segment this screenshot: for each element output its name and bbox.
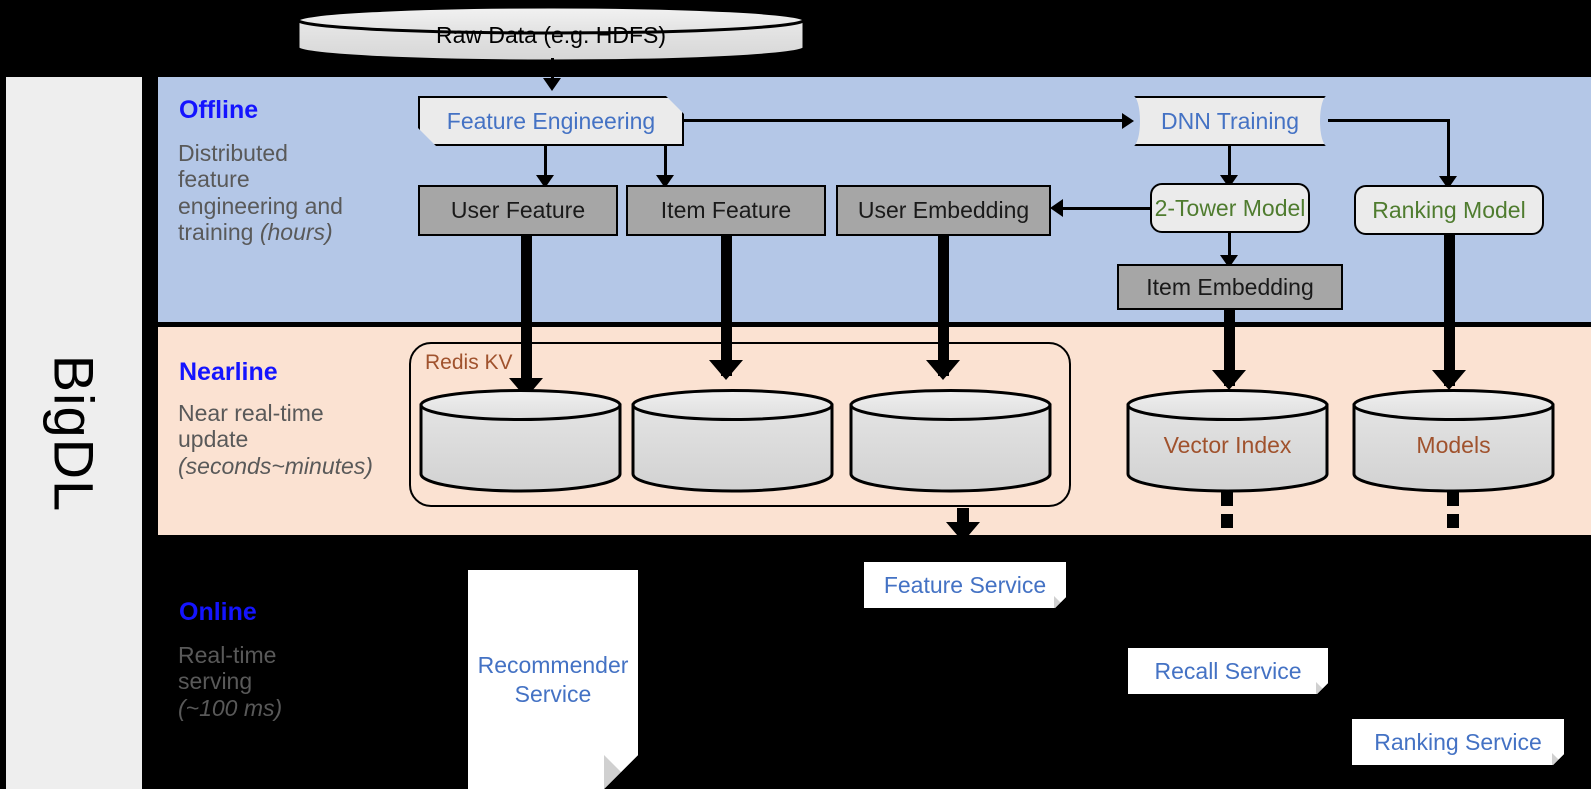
user-feature-label: User Feature <box>450 197 586 223</box>
feature-service-node[interactable]: Feature Service <box>864 562 1066 608</box>
arrowhead-itemfeature-store <box>709 360 743 380</box>
ranking-model-label: Ranking Model <box>1372 196 1526 223</box>
feature-service-label: Feature Service <box>883 571 1047 598</box>
user-feature-store-cylinder[interactable] <box>418 388 623 494</box>
arrowhead-rankingmodel-models <box>1432 370 1466 390</box>
pipe-vectorindex-recall-seg2 <box>1221 514 1233 528</box>
connector-dnn-ranking-v <box>1447 119 1450 179</box>
feature-engineering-label: Feature Engineering <box>446 107 656 134</box>
nearline-subtitle-italic: (seconds~minutes) <box>178 452 373 479</box>
pipe-itemfeature-store <box>721 236 732 376</box>
item-feature-node[interactable]: Item Feature <box>626 185 826 236</box>
item-embedding-node[interactable]: Item Embedding <box>1117 264 1343 310</box>
connector-dnn-ranking-h <box>1328 119 1450 122</box>
arrowhead-rawdata-fe <box>543 78 561 91</box>
pipe-models-ranking-seg2 <box>1447 514 1459 528</box>
item-feature-store-cylinder[interactable] <box>630 388 835 494</box>
bigdl-label: BigDL <box>42 354 106 512</box>
pipe-rankingmodel-models <box>1444 235 1455 386</box>
item-embedding-label: Item Embedding <box>1146 273 1314 300</box>
arrowhead-redis-featureservice <box>946 522 980 542</box>
arrowhead-twotower-userembedding <box>1050 199 1063 217</box>
connector-dnn-twotower <box>1228 146 1231 178</box>
arrowhead-itemembedding-vectorindex <box>1212 370 1246 390</box>
arrowhead-userembedding-store <box>926 360 960 380</box>
connector-fe-dnn <box>684 119 1124 122</box>
offline-title: Offline <box>179 96 259 124</box>
arrowhead-fe-userfeature <box>536 175 554 188</box>
recommender-service-node[interactable]: Recommender Service <box>468 570 638 789</box>
raw-data-cylinder: Raw Data (e.g. HDFS) <box>295 4 807 64</box>
dnn-training-label: DNN Training <box>1160 107 1300 134</box>
connector-twotower-userembedding <box>1063 207 1151 210</box>
user-feature-node[interactable]: User Feature <box>418 185 618 236</box>
offline-subtitle-italic: (hours) <box>259 219 333 246</box>
feature-engineering-node[interactable]: Feature Engineering <box>418 96 684 146</box>
models-cylinder[interactable]: Models <box>1351 388 1556 494</box>
connector-twotower-itemembedding <box>1228 233 1231 259</box>
user-embedding-node[interactable]: User Embedding <box>836 185 1051 236</box>
nearline-title: Nearline <box>179 358 278 386</box>
ranking-model-node[interactable]: Ranking Model <box>1354 185 1544 235</box>
ranking-service-node[interactable]: Ranking Service <box>1352 719 1564 765</box>
recommender-service-label: Recommender Service <box>477 651 629 707</box>
item-feature-label: Item Feature <box>660 197 792 223</box>
nearline-subtitle: Near real-time update (seconds~minutes) <box>178 400 418 479</box>
online-subtitle: Real-time serving (~100 ms) <box>178 642 378 721</box>
two-tower-model-node[interactable]: 2-Tower Model <box>1150 183 1310 233</box>
two-tower-model-label: 2-Tower Model <box>1154 194 1306 221</box>
pipe-userembedding-store <box>938 236 949 376</box>
offline-subtitle: Distributed feature engineering and trai… <box>178 140 378 246</box>
connector-fe-userfeature <box>544 146 547 178</box>
connector-fe-itemfeature <box>664 146 667 178</box>
recall-service-node[interactable]: Recall Service <box>1128 648 1328 694</box>
offline-subtitle-text: Distributed feature engineering and trai… <box>178 140 343 246</box>
dnn-training-node[interactable]: DNN Training <box>1132 96 1328 146</box>
redis-kv-label: Redis KV <box>425 351 513 374</box>
online-title: Online <box>179 598 257 626</box>
user-embedding-store-cylinder[interactable] <box>848 388 1053 494</box>
online-subtitle-text: Real-time serving <box>178 642 277 695</box>
pipe-vectorindex-recall-seg1 <box>1221 492 1233 506</box>
nearline-subtitle-text: Near real-time update <box>178 400 324 453</box>
connector-rawdata-fe <box>551 58 554 80</box>
dnn-card-right-notch <box>1320 96 1334 146</box>
redis-kv-container <box>409 342 1071 507</box>
arrowhead-fe-itemfeature <box>656 175 674 188</box>
arrowhead-fe-dnn <box>1122 113 1134 129</box>
bigdl-sidebar: BigDL <box>6 77 142 789</box>
pipe-redis-featureservice-seg <box>957 508 969 522</box>
user-embedding-label: User Embedding <box>857 197 1030 223</box>
ranking-service-label: Ranking Service <box>1374 728 1542 755</box>
pipe-itemembedding-vectorindex <box>1224 310 1235 386</box>
recall-service-label: Recall Service <box>1154 657 1302 684</box>
vector-index-cylinder[interactable]: Vector Index <box>1125 388 1330 494</box>
pipe-userfeature-store <box>521 236 532 398</box>
online-subtitle-italic: (~100 ms) <box>178 694 283 721</box>
pipe-models-ranking-seg1 <box>1447 492 1459 506</box>
